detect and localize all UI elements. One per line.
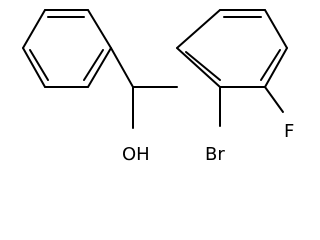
bond-ring1-lower-right-inner — [83, 49, 104, 81]
bond-ring2-lower-right-inner — [260, 49, 281, 81]
phenyl-ring-left — [22, 9, 112, 88]
fluorine-label: F — [284, 121, 294, 142]
substituent-bonds — [219, 86, 284, 127]
bond-ring1-upper-right — [87, 9, 112, 49]
carbinol-bridge — [110, 47, 178, 129]
molecule-structure: OH Br F — [22, 9, 294, 165]
hydroxyl-label: OH — [122, 144, 150, 165]
bond-ring1-lower-right — [87, 47, 112, 88]
substituted-ring-right — [176, 9, 288, 88]
bond-ring1-upper-left — [22, 9, 46, 49]
bond-ring2-top-left — [176, 9, 221, 49]
bond-ring1-to-carbinol — [110, 47, 134, 88]
molecule-canvas: OH Br F — [22, 9, 294, 165]
bond-to-fluorine — [264, 86, 284, 113]
bond-ring2-lower-left-inner — [185, 51, 221, 81]
bond-ring1-lower-left-inner — [29, 49, 49, 81]
bond-ring2-lower-right — [264, 47, 288, 88]
bond-ring2-upper-right — [264, 9, 288, 49]
bond-ring1-lower-left — [22, 47, 46, 88]
bromine-label: Br — [205, 144, 225, 165]
bond-ring2-lower-left — [176, 47, 221, 88]
